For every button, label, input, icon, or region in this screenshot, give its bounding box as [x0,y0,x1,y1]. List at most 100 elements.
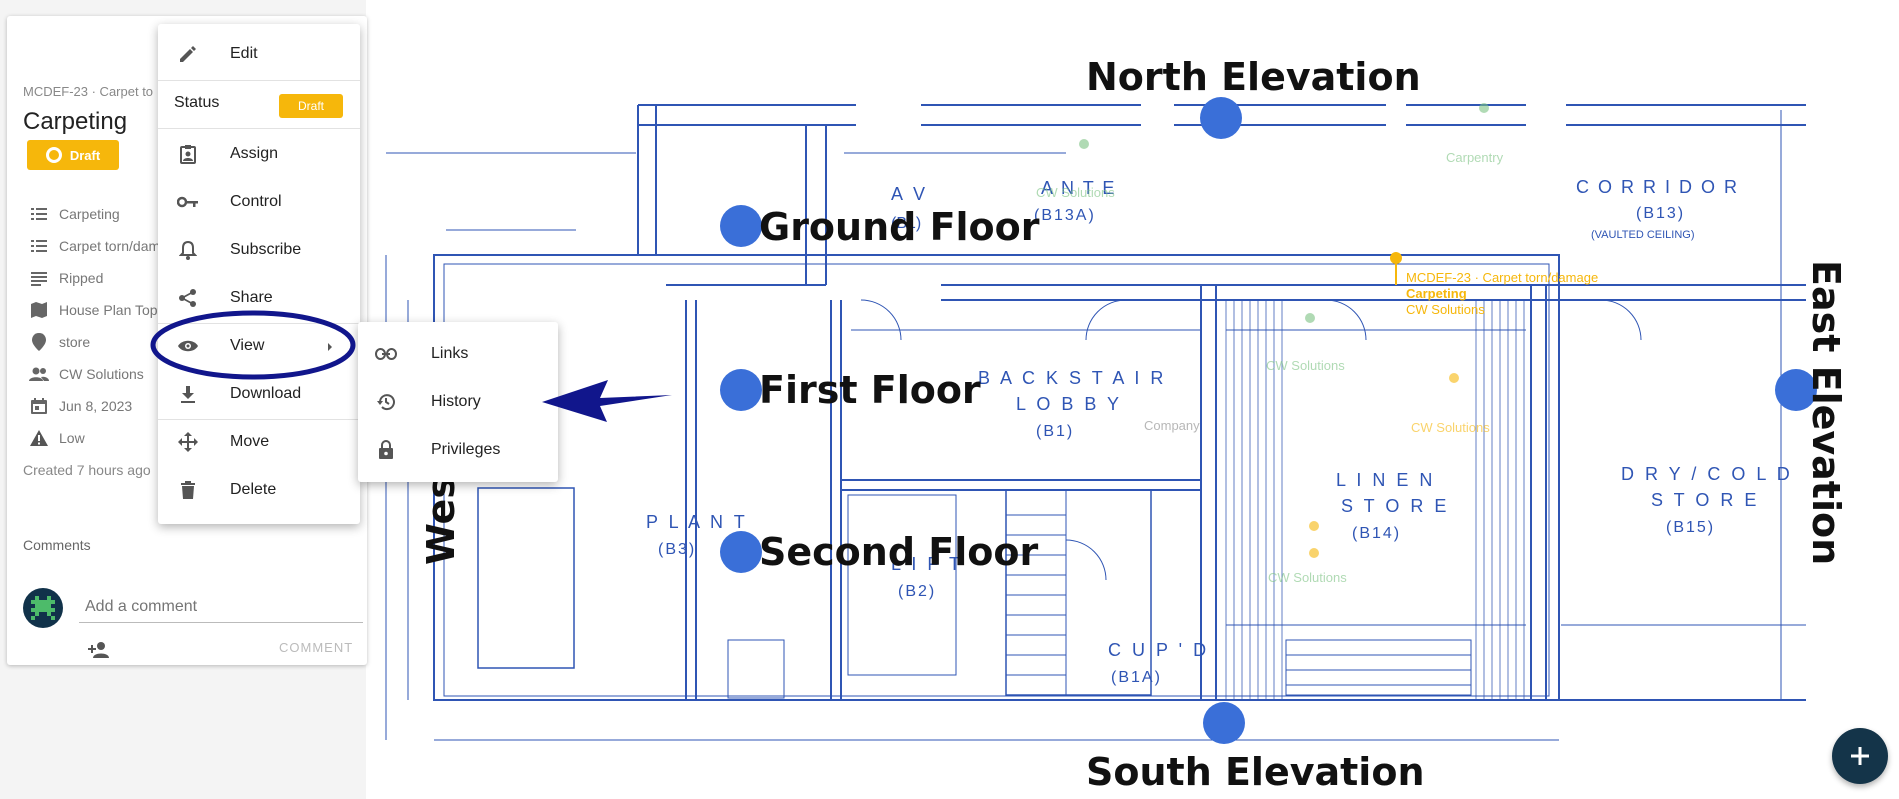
defect-title: Carpeting [23,108,128,135]
add-fab-button[interactable] [1832,728,1888,784]
svg-text:(B13): (B13) [1636,205,1685,222]
comment-button[interactable]: COMMENT [279,640,354,655]
move-icon [176,430,200,454]
defect-id: MCDEF-23 · Carpet to [23,84,154,99]
menu-divider [158,323,360,324]
calendar-icon [29,396,49,416]
view-submenu: Links History Privileges [358,322,558,482]
first-floor-label: First Floor [759,368,981,412]
svg-text:L O B B Y: L O B B Y [1016,394,1122,414]
location-pin-icon [29,332,49,352]
trash-icon [176,478,200,502]
status-badge[interactable]: Draft [27,140,119,170]
svg-text:Company: Company [1144,418,1200,433]
second-floor-pin[interactable] [720,531,762,573]
svg-text:(B1A): (B1A) [1111,669,1162,686]
meta-assignee: CW Solutions [29,363,144,385]
menu-divider [158,419,360,420]
svg-text:CW Solutions: CW Solutions [1268,570,1347,585]
north-pin[interactable] [1200,97,1242,139]
bell-icon [176,238,200,262]
submenu-item-privileges[interactable]: Privileges [358,430,558,470]
menu-item-view[interactable]: View [158,326,360,366]
menu-item-edit[interactable]: Edit [158,34,360,74]
room-label: A V [891,184,928,204]
menu-item-subscribe[interactable]: Subscribe [158,230,360,270]
svg-text:CW Solutions: CW Solutions [1266,358,1345,373]
svg-text:L I N E N: L I N E N [1336,470,1435,490]
menu-item-delete[interactable]: Delete [158,470,360,510]
menu-item-assign[interactable]: Assign [158,134,360,174]
svg-text:(B1): (B1) [1036,423,1074,440]
svg-text:CW Solutions: CW Solutions [1406,302,1485,317]
list-icon [29,204,49,224]
assignment-icon [176,142,200,166]
svg-text:A N T E: A N T E [1041,178,1116,198]
svg-text:Carpeting: Carpeting [1406,286,1467,301]
download-icon [176,382,200,406]
south-elevation-label: South Elevation [1086,750,1425,794]
people-icon [29,364,49,384]
list-icon [29,236,49,256]
warning-icon [29,428,49,448]
north-elevation-label: North Elevation [1086,55,1421,99]
eye-icon [176,334,200,358]
menu-item-control[interactable]: Control [158,182,360,222]
svg-text:S T O R E: S T O R E [1651,490,1759,510]
avatar [23,588,63,628]
created-time: Created 7 hours ago [23,462,151,478]
lock-icon [374,438,398,462]
menu-item-share[interactable]: Share [158,278,360,318]
menu-status-chip[interactable]: Draft [279,94,343,118]
east-pin[interactable] [1775,369,1817,411]
add-person-icon[interactable] [87,640,111,665]
menu-item-download[interactable]: Download [158,374,360,414]
svg-text:S T O R E: S T O R E [1341,496,1449,516]
submenu-item-history[interactable]: History [358,382,558,422]
svg-text:CW Solutions: CW Solutions [1036,185,1115,200]
svg-text:Carpentry: Carpentry [1446,150,1504,165]
svg-text:(B13A): (B13A) [1034,207,1096,224]
meta-date: Jun 8, 2023 [29,395,132,417]
status-icon [45,147,62,163]
meta-priority: Low [29,427,85,449]
floor-plan-canvas[interactable]: A V (B1) A N T E (B13A) C O R R I D O R … [366,0,1899,799]
menu-item-move[interactable]: Move [158,422,360,462]
notes-icon [29,268,49,288]
svg-text:MCDEF-23 · Carpet torn/damage: MCDEF-23 · Carpet torn/damage [1406,270,1598,285]
svg-text:C U P ' D: C U P ' D [1108,640,1209,660]
pencil-icon [176,42,200,66]
chevron-right-icon [326,340,334,358]
history-icon [374,390,398,414]
context-menu: Edit Status Draft Assign Control Subscri… [158,24,360,524]
second-floor-label: Second Floor [759,530,1038,574]
ground-floor-pin[interactable] [720,205,762,247]
floor-plan-drawing: A V (B1) A N T E (B13A) C O R R I D O R … [385,55,1848,794]
ground-floor-label: Ground Floor [759,205,1040,249]
svg-text:(B3): (B3) [658,541,696,558]
plus-icon [1851,747,1869,765]
svg-text:C O R R I D O R: C O R R I D O R [1576,177,1739,197]
submenu-item-links[interactable]: Links [358,334,558,374]
svg-text:CW Solutions: CW Solutions [1411,420,1490,435]
menu-divider [158,80,360,81]
east-elevation-label: East Elevation [1804,260,1848,565]
comment-input[interactable] [79,594,363,623]
svg-text:B A C K S T A I R: B A C K S T A I R [978,368,1166,388]
svg-text:(VAULTED CEILING): (VAULTED CEILING) [1591,229,1695,241]
menu-status-label: Status [174,94,220,111]
comments-heading: Comments [23,537,91,553]
svg-text:P L A N T: P L A N T [646,512,748,532]
svg-text:L I F T: L I F T [891,554,963,574]
meta-type: Carpet torn/dam [29,235,160,257]
first-floor-pin[interactable] [720,369,762,411]
svg-text:(B14): (B14) [1352,525,1401,542]
south-pin[interactable] [1203,702,1245,744]
meta-location: store [29,331,90,353]
key-icon [176,190,200,214]
west-elevation-label: Wes [419,476,463,565]
status-badge-label: Draft [69,147,101,163]
meta-plan: House Plan Top [29,299,158,321]
svg-text:(B2): (B2) [898,583,936,600]
defect-marker[interactable]: MCDEF-23 · Carpet torn/damage Carpeting … [1390,252,1598,317]
